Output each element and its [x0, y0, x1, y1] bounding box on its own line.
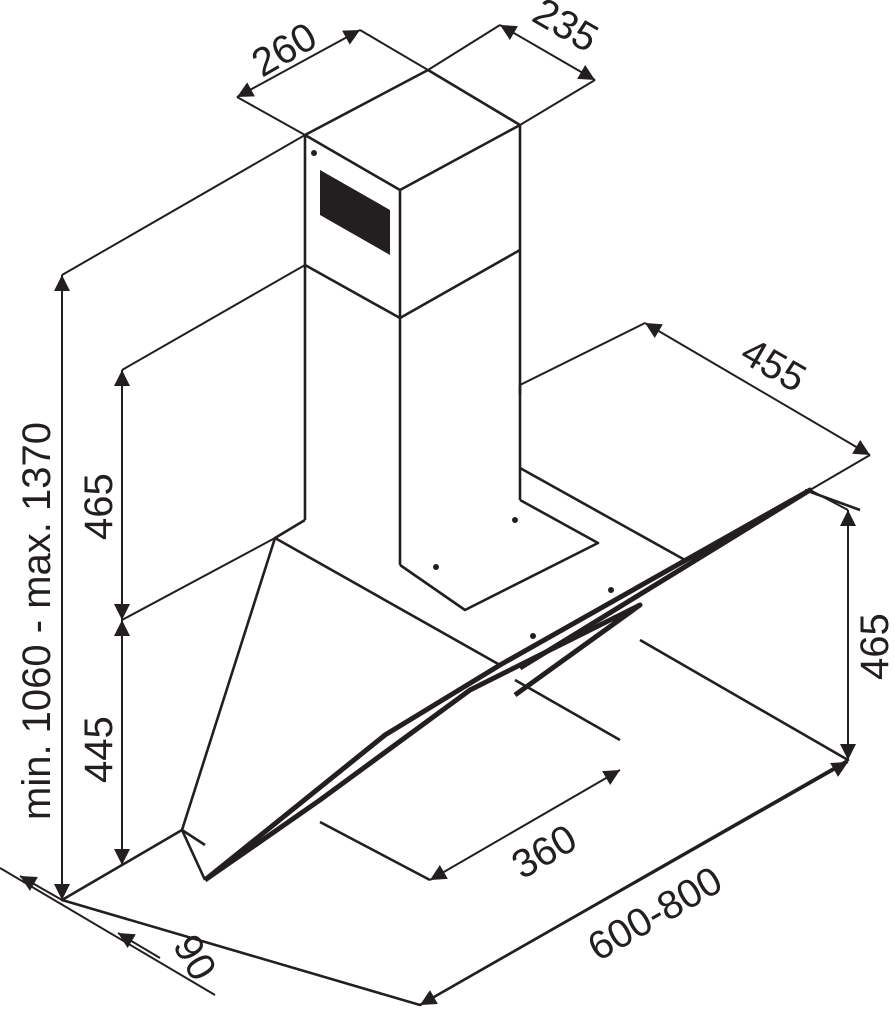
dimension-lines — [19, 24, 871, 1006]
dim-hood-depth: 455 — [734, 330, 814, 401]
dim-lower-height: 445 — [77, 716, 121, 783]
dim-width: 600-800 — [581, 858, 730, 970]
dim-inner-depth: 360 — [505, 816, 585, 887]
dim-front-depth: 90 — [164, 928, 224, 989]
dim-total-height: min. 1060 - max. 1370 — [15, 422, 59, 820]
dim-upper-chimney-height: 465 — [77, 473, 121, 540]
vent-grille — [320, 170, 390, 255]
glass-panel — [180, 487, 813, 883]
dim-glass-height: 465 — [853, 613, 894, 680]
chimney — [303, 68, 522, 565]
dim-chimney-width: 260 — [245, 14, 325, 85]
dim-chimney-depth: 235 — [526, 0, 606, 61]
base-plate — [399, 498, 600, 612]
